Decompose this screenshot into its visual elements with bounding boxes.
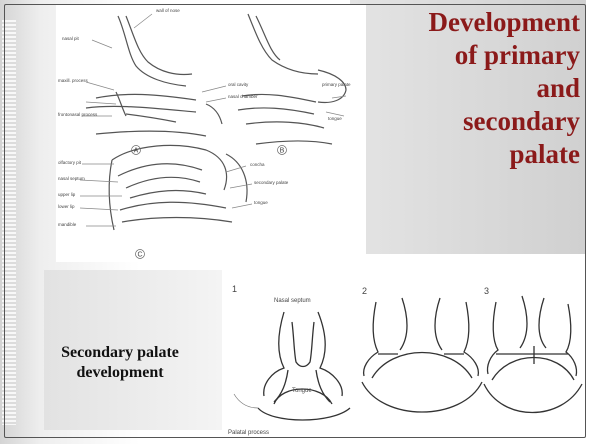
slide-frame	[4, 4, 586, 438]
